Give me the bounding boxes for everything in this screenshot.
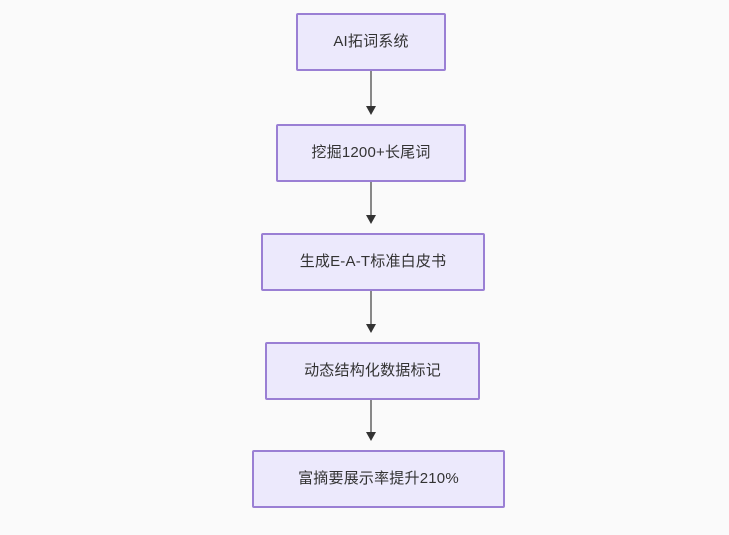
- arrowhead-icon: [366, 324, 376, 333]
- flowchart-node-1[interactable]: AI拓词系统: [296, 13, 446, 71]
- edge-line: [370, 182, 372, 216]
- arrowhead-icon: [366, 106, 376, 115]
- node-label: 挖掘1200+长尾词: [311, 144, 431, 161]
- node-label: AI拓词系统: [333, 33, 409, 50]
- flowchart-node-2[interactable]: 挖掘1200+长尾词: [276, 124, 466, 182]
- node-label: 富摘要展示率提升210%: [298, 470, 459, 487]
- edge-line: [370, 400, 372, 433]
- edge-line: [370, 291, 372, 325]
- flowchart-node-3[interactable]: 生成E-A-T标准白皮书: [261, 233, 485, 291]
- arrowhead-icon: [366, 432, 376, 441]
- edge-line: [370, 71, 372, 107]
- arrowhead-icon: [366, 215, 376, 224]
- flowchart-node-4[interactable]: 动态结构化数据标记: [265, 342, 480, 400]
- flowchart-node-5[interactable]: 富摘要展示率提升210%: [252, 450, 505, 508]
- node-label: 生成E-A-T标准白皮书: [299, 253, 447, 270]
- node-label: 动态结构化数据标记: [304, 362, 441, 379]
